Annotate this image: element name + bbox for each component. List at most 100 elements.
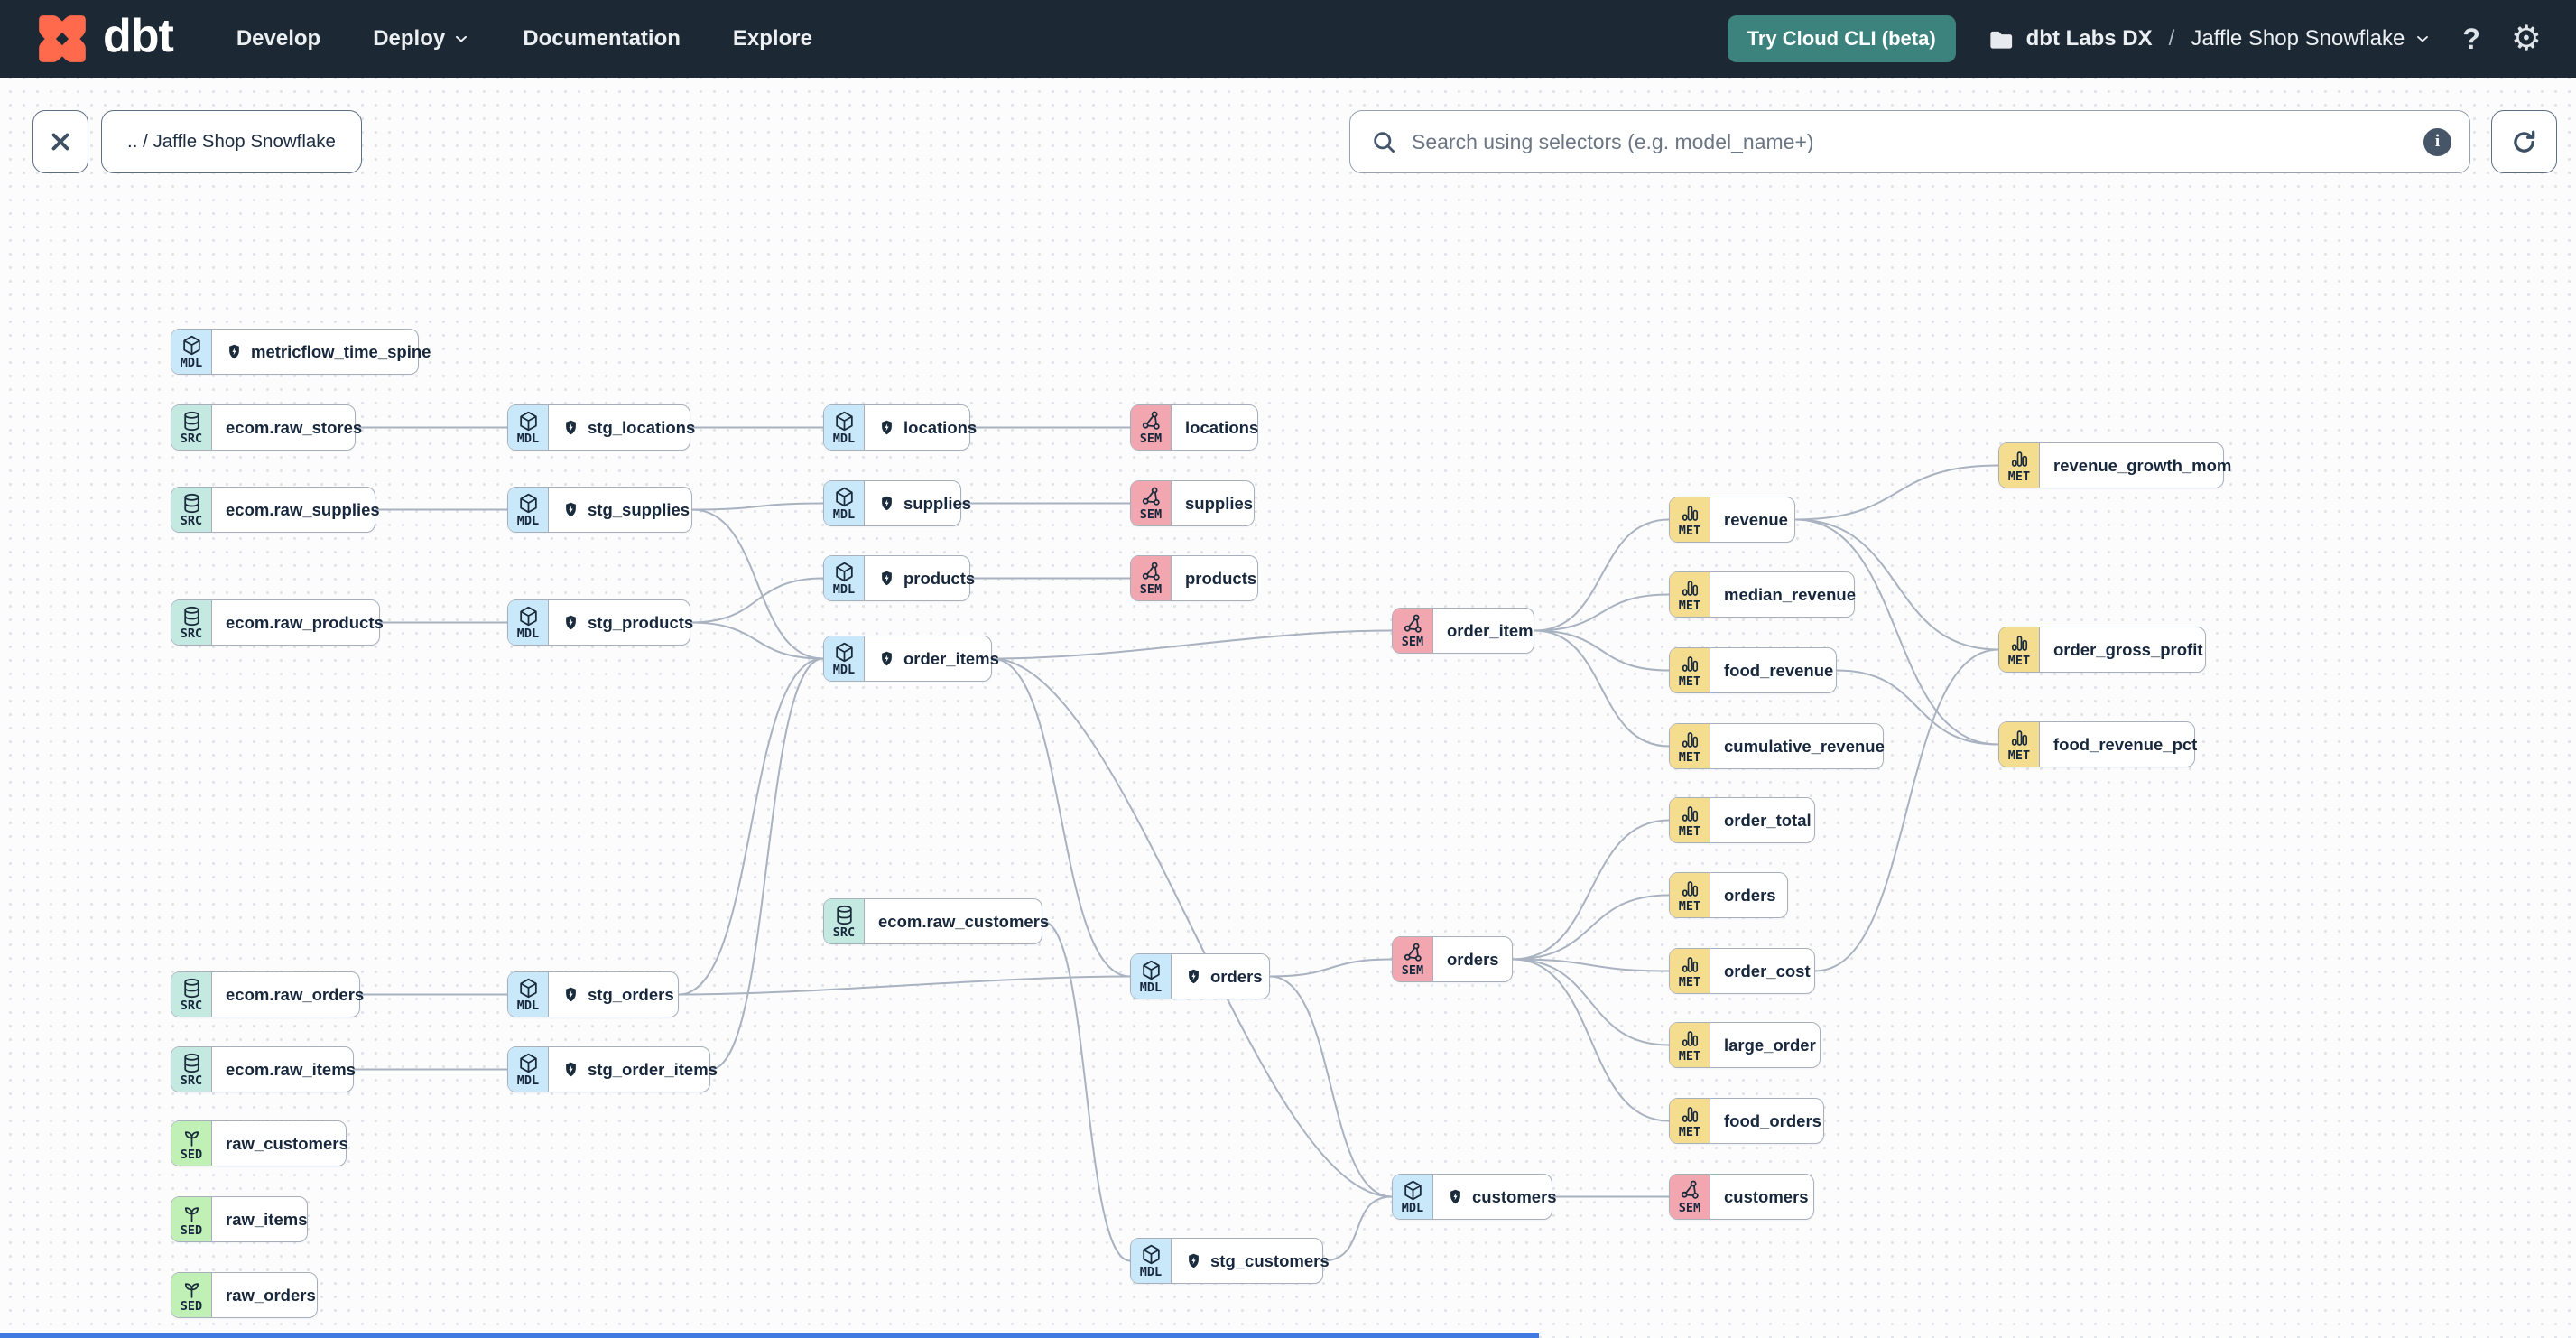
nav-item-documentation[interactable]: Documentation (523, 26, 681, 51)
edge-orders_sem-to-large_order (1512, 958, 1670, 1046)
node-label: supplies (1172, 481, 1269, 525)
dbt-logo-text: dbt (103, 10, 174, 62)
horizontal-scrollbar[interactable] (0, 1333, 1539, 1338)
node-name: order_items (903, 648, 999, 668)
node-type-label: MET (1678, 523, 1701, 538)
search-input[interactable] (1410, 128, 2411, 155)
nav-item-explore[interactable]: Explore (733, 26, 812, 51)
node-type-badge: MET (1670, 724, 1710, 768)
dbt-logo[interactable]: dbt (34, 10, 174, 67)
contract-shield-icon (226, 343, 243, 360)
node-type-label: SEM (1401, 962, 1424, 978)
node-name: locations (903, 417, 978, 437)
lineage-breadcrumb[interactable]: .. / Jaffle Shop Snowflake (101, 110, 362, 173)
model-cube-icon (1404, 1180, 1422, 1200)
node-type-label: SRC (180, 513, 203, 528)
node-type-badge: SEM (1393, 937, 1433, 981)
edge-stg_supplies-to-supplies_mdl (691, 502, 824, 511)
edge-orders_sem-to-orders_met (1512, 894, 1670, 961)
node-type-badge: MDL (171, 330, 212, 374)
close-lineage-button[interactable] (32, 110, 88, 173)
nav-item-develop[interactable]: Develop (236, 26, 320, 51)
edge-orders_mdl-to-customers_mdl (1269, 975, 1393, 1198)
node-type-label: MET (1678, 749, 1701, 765)
metric-icon (1682, 731, 1698, 748)
node-name: ecom.raw_supplies (226, 499, 380, 519)
gear-icon[interactable]: ⚙ (2510, 20, 2542, 58)
node-type-badge: MET (1670, 798, 1710, 842)
node-type-badge: MET (1670, 497, 1710, 542)
model-cube-icon (835, 642, 853, 662)
metric-icon (1682, 1030, 1698, 1046)
node-label: stg_orders (549, 972, 690, 1017)
shield-icon (1450, 1189, 1460, 1204)
semantic-model-icon (1142, 487, 1160, 506)
refresh-button[interactable] (2491, 110, 2557, 173)
node-type-badge: SED (171, 1273, 212, 1317)
project-selector[interactable]: Jaffle Shop Snowflake (2191, 26, 2432, 51)
nav-item-deploy[interactable]: Deploy (373, 26, 470, 51)
model-cube-icon (182, 335, 200, 355)
node-type-label: MDL (1139, 1264, 1163, 1279)
shield-icon (882, 651, 892, 666)
help-icon[interactable]: ? (2462, 22, 2480, 55)
node-type-badge: SED (171, 1197, 212, 1241)
try-cloud-cli-button[interactable]: Try Cloud CLI (beta) (1727, 15, 1956, 62)
node-label: raw_items (212, 1197, 324, 1241)
metric-icon (1682, 956, 1698, 972)
node-ecom.raw_supplies[interactable]: SRC ecom.raw_supplies (171, 487, 380, 533)
search-icon (1374, 132, 1395, 153)
node-type-badge: MDL (508, 1047, 549, 1092)
node-label: food_revenue_pct (2040, 722, 2213, 767)
node-name: supplies (1185, 493, 1254, 513)
node-type-badge: SEM (1393, 609, 1433, 653)
node-type-badge: MET (1999, 627, 2040, 672)
contract-shield-icon (878, 650, 895, 667)
source-database-icon (183, 1053, 199, 1073)
account-name[interactable]: dbt Labs DX (2025, 26, 2153, 51)
node-type-badge: MET (1999, 443, 2040, 488)
info-icon[interactable]: i (2423, 127, 2451, 156)
nav-item-label: Deploy (373, 26, 446, 51)
